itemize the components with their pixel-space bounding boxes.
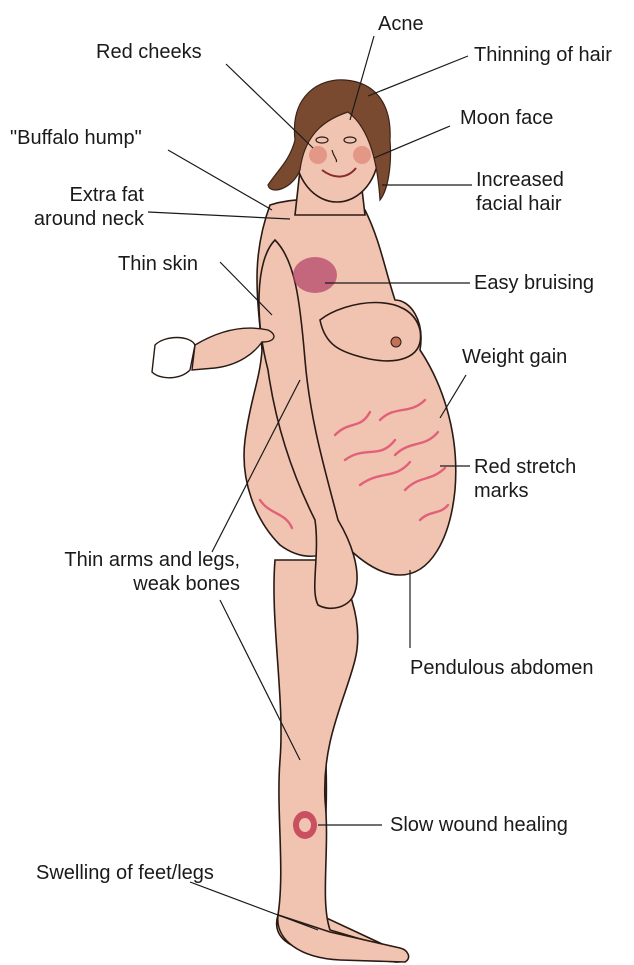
nipple xyxy=(391,337,401,347)
label-stretch-line2: marks xyxy=(474,480,528,502)
label-facial-hair: Increased facial hair xyxy=(476,168,564,216)
label-thinning-hair: Thinning of hair xyxy=(474,43,612,67)
label-acne: Acne xyxy=(378,12,424,36)
label-thin-arms-line2: weak bones xyxy=(133,573,240,595)
label-buffalo-hump: "Buffalo hump" xyxy=(10,126,142,150)
wound-mark xyxy=(293,811,317,839)
bruise-mark xyxy=(293,257,337,293)
label-stretch-line1: Red stretch xyxy=(474,456,576,478)
label-stretch-marks: Red stretch marks xyxy=(474,455,576,503)
label-weight-gain: Weight gain xyxy=(462,345,567,369)
label-pendulous-abdomen: Pendulous abdomen xyxy=(410,656,593,680)
label-facial-hair-line1: Increased xyxy=(476,169,564,191)
red-cheek-right xyxy=(353,146,371,164)
label-facial-hair-line2: facial hair xyxy=(476,193,562,215)
red-cheek-left xyxy=(309,146,327,164)
label-slow-wound-healing: Slow wound healing xyxy=(390,813,568,837)
label-thin-arms: Thin arms and legs, weak bones xyxy=(22,548,240,596)
label-extra-fat-line2: around neck xyxy=(34,208,144,230)
doctor-hand xyxy=(152,328,274,378)
label-swelling: Swelling of feet/legs xyxy=(36,861,214,885)
label-moon-face: Moon face xyxy=(460,106,553,130)
label-extra-fat-line1: Extra fat xyxy=(70,184,144,206)
label-thin-arms-line1: Thin arms and legs, xyxy=(64,549,240,571)
label-thin-skin: Thin skin xyxy=(118,252,198,276)
label-easy-bruising: Easy bruising xyxy=(474,271,594,295)
label-red-cheeks: Red cheeks xyxy=(96,40,202,64)
label-extra-fat: Extra fat around neck xyxy=(12,183,144,231)
